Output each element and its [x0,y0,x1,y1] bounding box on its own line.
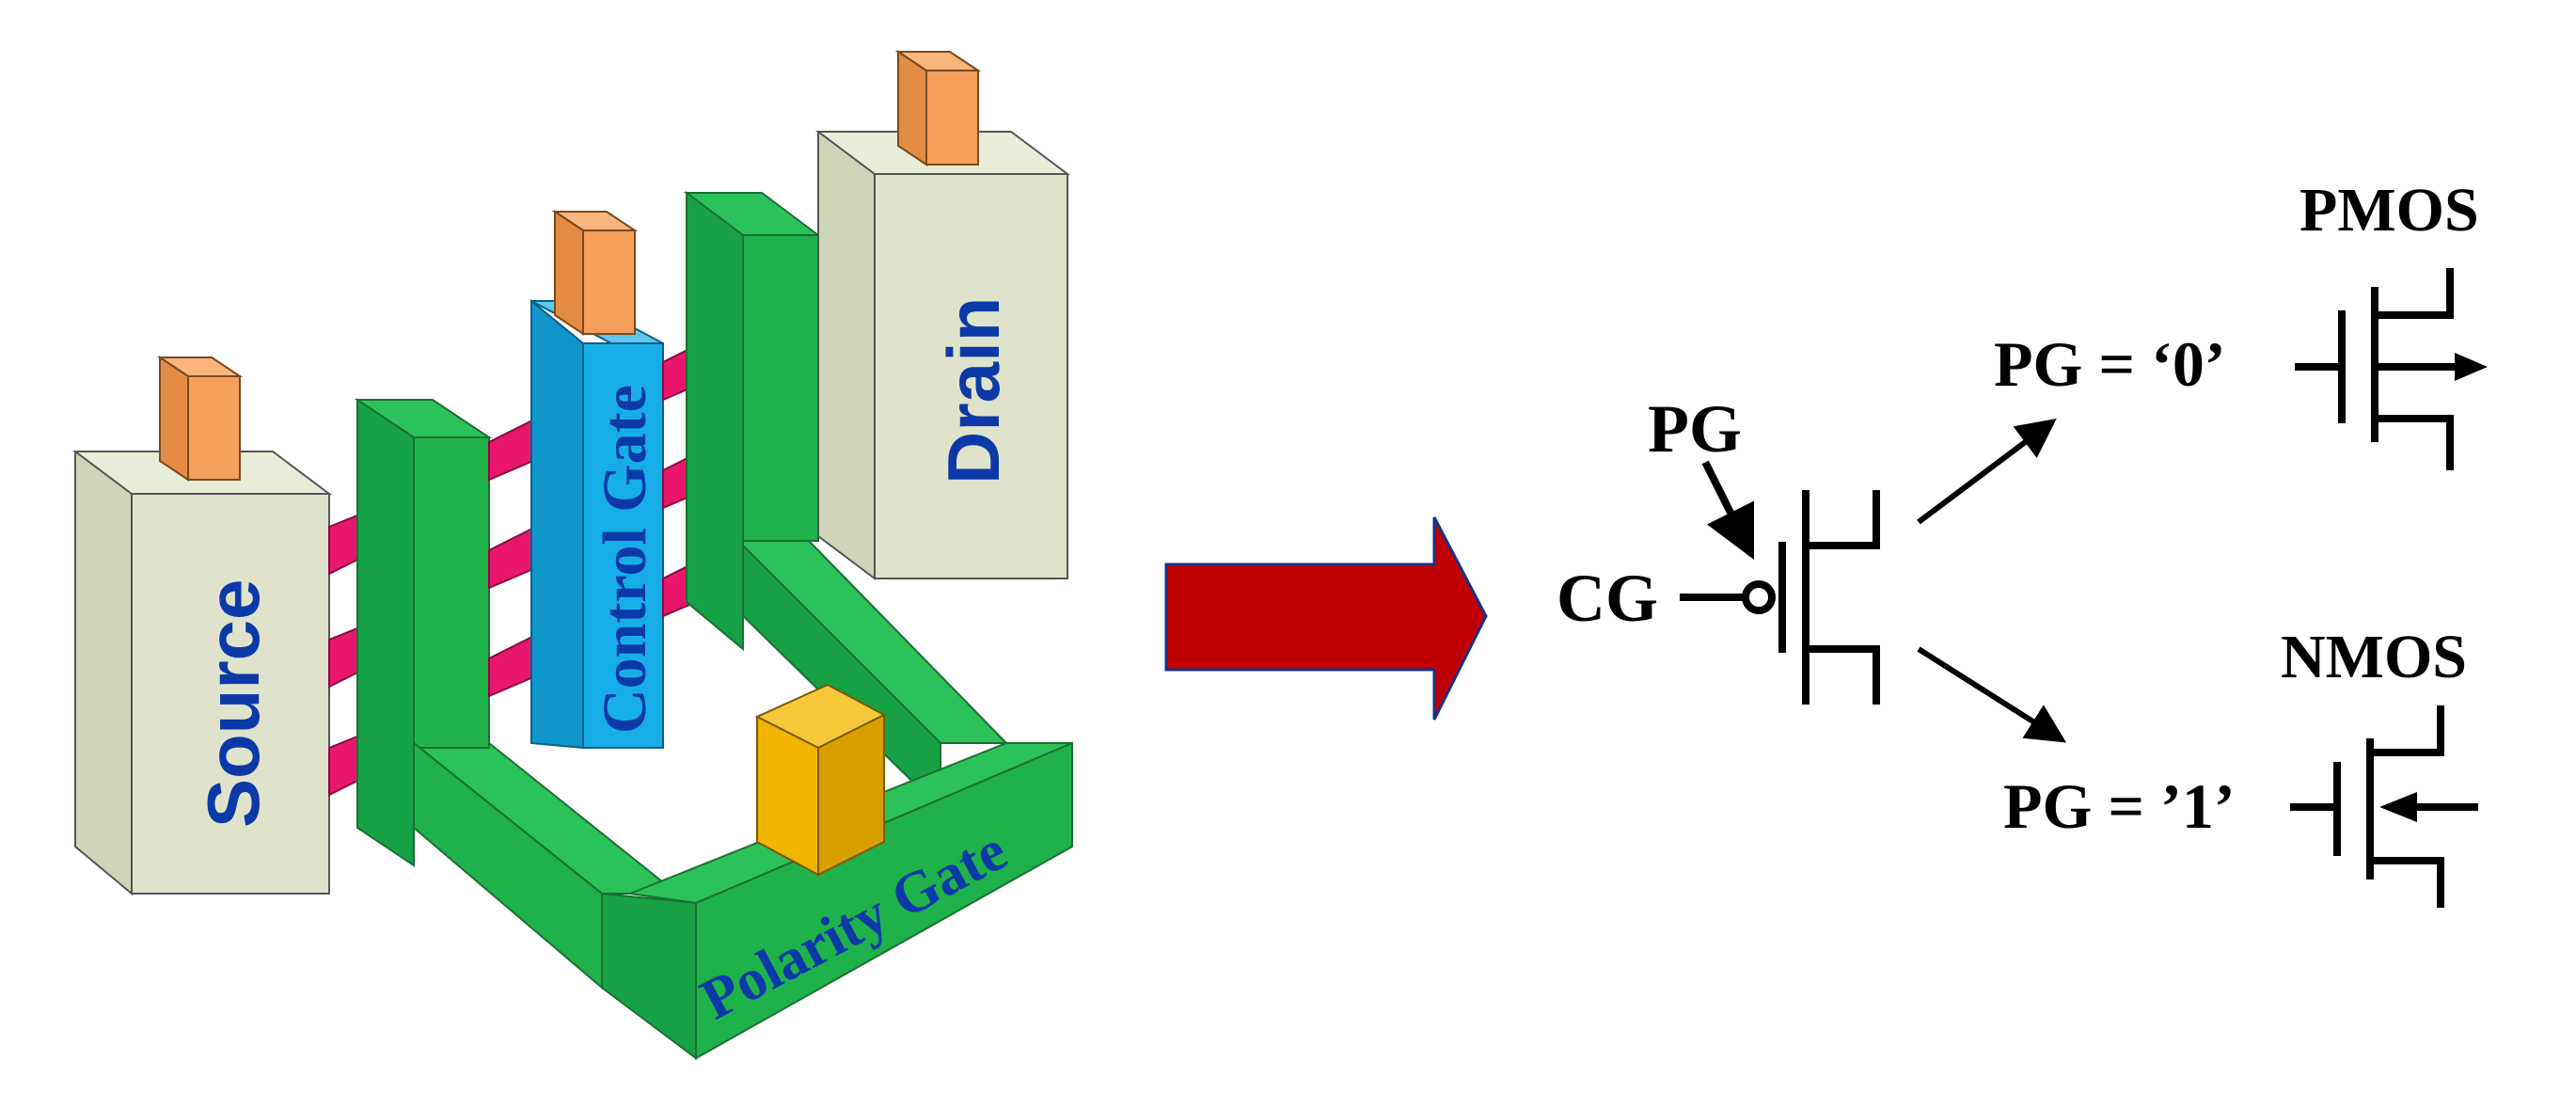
pmos-symbol-alt [2371,287,2488,470]
source-contact [156,356,244,482]
drain-label: Drain [932,297,1015,484]
device-3d: Source Co [72,50,1073,1060]
pg-label: PG [1648,391,1742,467]
pmos-label: PMOS [2299,176,2479,245]
nmos-label: NMOS [2281,623,2467,691]
nmos-condition: PG = ’1’ [2003,770,2235,842]
pmos-condition: PG = ‘0’ [1994,328,2225,400]
cg-label: CG [1557,561,1658,636]
nmos-symbol [2290,705,2478,908]
drain-block: Drain [815,131,1070,580]
control-gate-contact [551,210,639,336]
source-label: Source [192,579,275,828]
transition-arrow [1164,516,1488,721]
branch-arrows [1917,418,2067,743]
polarity-gate-pillar-1 [354,398,493,867]
source-block: Source [72,451,332,896]
drain-contact [894,50,982,166]
dual-gate-symbol [1680,460,1880,705]
polarity-gate-contact [754,683,887,877]
pmos-symbol [2295,268,2454,423]
control-gate-label: Control Gate [591,385,659,734]
polarity-gate-pillar-2 [684,191,821,652]
control-gate-block: Control Gate [530,298,664,750]
